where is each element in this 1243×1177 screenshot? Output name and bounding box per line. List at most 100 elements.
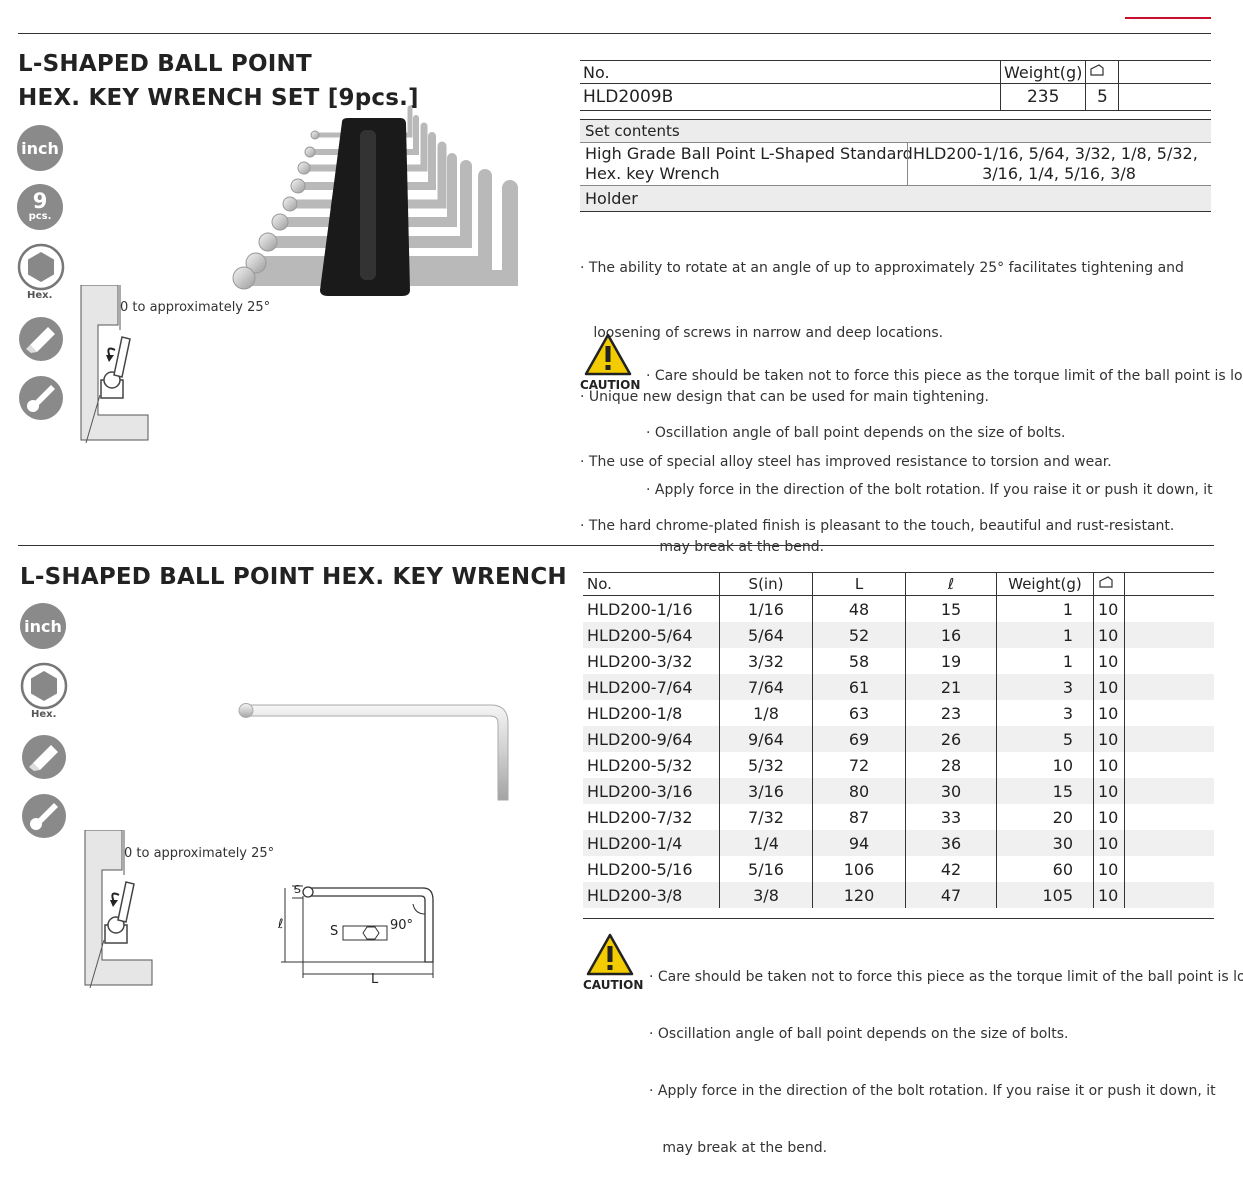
- caution-item: · Care should be taken not to force this…: [649, 969, 1243, 985]
- hex-label: Hex.: [31, 709, 57, 720]
- table-cell-blank: [1125, 700, 1215, 726]
- table-cell: HLD200-9/64: [583, 726, 720, 752]
- table-cell: 3/8: [719, 882, 813, 908]
- table-cell: 10: [1093, 752, 1125, 778]
- angle-diagram: [84, 830, 153, 989]
- table-cell: 1: [996, 595, 1094, 622]
- feature-item: loosening of screws in narrow and deep l…: [580, 324, 944, 341]
- feature-item: · The ability to rotate at an angle of u…: [580, 260, 1184, 276]
- section2-title: L-SHAPED BALL POINT HEX. KEY WRENCH: [20, 564, 567, 590]
- set-contents-row: High Grade Ball Point L-Shaped Standard …: [580, 142, 1211, 186]
- table-cell: 1: [996, 622, 1094, 648]
- table-cell: 10: [1093, 726, 1125, 752]
- table-cell-blank: [1125, 622, 1215, 648]
- table-cell: HLD200-1/4: [583, 830, 720, 856]
- inch-badge-label: inch: [24, 616, 62, 636]
- col-qty: [1093, 573, 1125, 596]
- table-cell: 61: [812, 674, 906, 700]
- hex-key-icon: [19, 317, 63, 361]
- table-cell: HLD200-5/32: [583, 752, 720, 778]
- table-cell: 10: [1093, 595, 1125, 622]
- dim-s: S: [330, 924, 339, 939]
- weight-header: Weight(g): [1000, 61, 1087, 84]
- table-cell: 3: [996, 674, 1094, 700]
- table-cell: 15: [996, 778, 1094, 804]
- table-cell-blank: [1125, 674, 1215, 700]
- col-weight: Weight(g): [996, 573, 1094, 596]
- col-L: L: [812, 573, 906, 596]
- table1-top-border: [580, 60, 1211, 61]
- table-cell: HLD200-3/16: [583, 778, 720, 804]
- table-cell: HLD200-1/16: [583, 595, 720, 622]
- table-cell: 1: [996, 648, 1094, 674]
- table-cell: 58: [812, 648, 906, 674]
- table-cell: 36: [905, 830, 997, 856]
- box-icon: [1099, 576, 1113, 588]
- col-no: No.: [583, 573, 720, 596]
- col-s: S(in): [719, 573, 813, 596]
- no-header: No.: [580, 61, 1001, 84]
- table-cell-blank: [1125, 856, 1215, 882]
- caution-item: may break at the bend.: [646, 539, 825, 555]
- table-cell: HLD200-3/32: [583, 648, 720, 674]
- table-cell: 52: [812, 622, 906, 648]
- table-cell: 10: [1093, 700, 1125, 726]
- dim-angle: 90°: [390, 918, 414, 933]
- pcs-badge: 9 pcs.: [17, 184, 63, 230]
- table-cell-blank: [1125, 882, 1215, 908]
- table-cell: 3: [996, 700, 1094, 726]
- table-cell: 10: [1093, 882, 1125, 908]
- table-cell-blank: [1125, 778, 1215, 804]
- table-cell: 10: [996, 752, 1094, 778]
- caution-item: · Apply force in the direction of the bo…: [646, 482, 1213, 498]
- model-table: No. Weight(g) HLD2009B 235 5: [580, 61, 1211, 111]
- wrench-set-image: [232, 105, 518, 296]
- table-cell: 1/16: [719, 595, 813, 622]
- ball-point-icon: [19, 376, 63, 420]
- holder-row: Holder: [580, 186, 1211, 212]
- caution-label: CAUTION: [580, 378, 641, 392]
- table-cell-blank: [1125, 648, 1215, 674]
- feature-item: · The hard chrome-plated finish is pleas…: [580, 518, 1175, 534]
- pcs-unit: pcs.: [28, 211, 52, 222]
- section1-title-line2: HEX. KEY WRENCH SET [9pcs.]: [18, 85, 419, 111]
- item-sizes-line1: HLD200-1/16, 5/64, 3/32, 1/8, 5/32,: [913, 144, 1198, 163]
- item-divider: [907, 142, 908, 185]
- caution-list: · Care should be taken not to force this…: [649, 930, 1243, 1177]
- section1-divider: [18, 33, 1211, 34]
- ball-point-icon: [22, 794, 66, 838]
- table-cell: 30: [996, 830, 1094, 856]
- table-cell: 5: [996, 726, 1094, 752]
- table-cell: 19: [905, 648, 997, 674]
- item-name-line1: High Grade Ball Point L-Shaped Standard: [585, 144, 913, 163]
- table-cell-blank: [1125, 804, 1215, 830]
- hex-key-icon: [22, 735, 66, 779]
- table-cell: 30: [905, 778, 997, 804]
- table-cell: 87: [812, 804, 906, 830]
- caution-item: may break at the bend.: [649, 1140, 828, 1156]
- table-cell: 106: [812, 856, 906, 882]
- inch-badge: inch: [17, 125, 63, 171]
- table-cell-blank: [1125, 726, 1215, 752]
- table-cell: 10: [1093, 648, 1125, 674]
- item-sizes: HLD200-1/16, 5/64, 3/32, 1/8, 5/32, 3/16…: [913, 144, 1205, 184]
- section1-title-line1: L-SHAPED BALL POINT: [18, 51, 312, 77]
- feature-list: · The ability to rotate at an angle of u…: [580, 215, 1210, 559]
- caution-icon: [584, 333, 632, 376]
- table-cell: 33: [905, 804, 997, 830]
- table-cell: 10: [1093, 778, 1125, 804]
- table-cell: HLD200-5/64: [583, 622, 720, 648]
- table-cell: 15: [905, 595, 997, 622]
- table-cell: 9/64: [719, 726, 813, 752]
- table-cell: 10: [1093, 804, 1125, 830]
- wrench-image: [238, 703, 509, 801]
- table-cell: 60: [996, 856, 1094, 882]
- table-cell: 10: [1093, 622, 1125, 648]
- caution-list: · Care should be taken not to force this…: [646, 329, 1243, 576]
- table-cell: 42: [905, 856, 997, 882]
